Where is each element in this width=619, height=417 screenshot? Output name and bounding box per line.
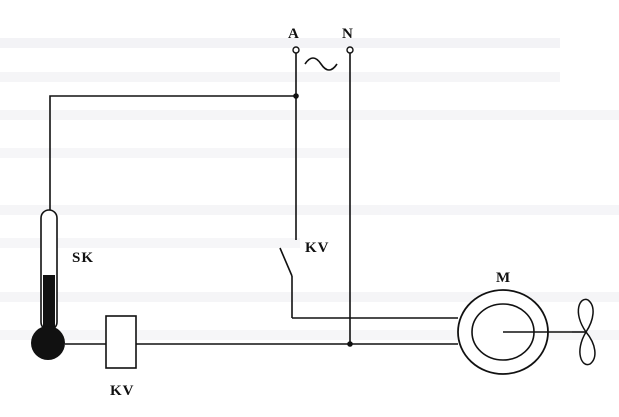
ac-source-symbol [304, 57, 338, 71]
motor-label: M [496, 270, 511, 286]
temperature-sensor [31, 209, 65, 360]
sensor-label: SK [72, 250, 94, 266]
relay-coil-label: KV [110, 383, 135, 399]
neutral-label: N [342, 26, 354, 42]
relay-contact-switch [279, 247, 293, 277]
junction-dot [293, 93, 299, 99]
phase-label: A [288, 26, 300, 42]
fan-icon [572, 298, 596, 366]
sensor-supply-wire [49, 95, 296, 210]
background-faint-text [0, 38, 619, 340]
motor [457, 289, 572, 375]
neutral-terminal [346, 46, 354, 54]
junction-dot-neutral [347, 341, 353, 347]
relay-coil [105, 315, 137, 369]
relay-contact-label: KV [305, 240, 330, 256]
phase-terminal [292, 46, 300, 54]
